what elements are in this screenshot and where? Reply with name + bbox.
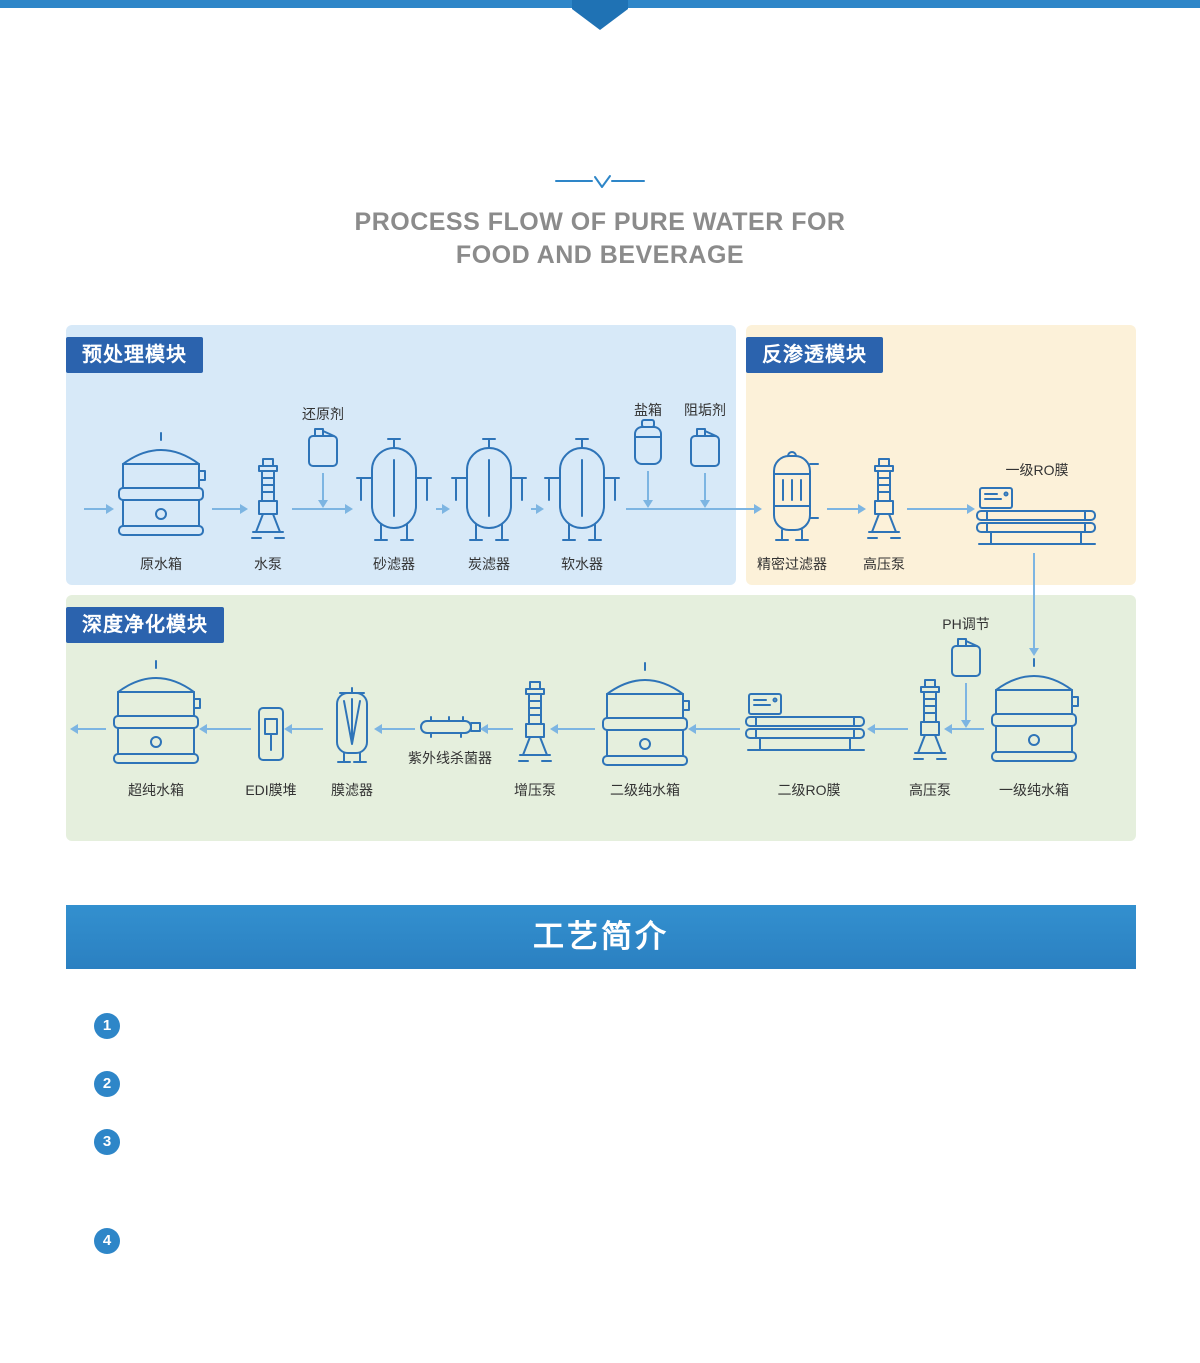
label-carbon-filter: 炭滤器 — [468, 556, 510, 572]
flow-arrow-right-icon — [436, 504, 450, 514]
antiscalant-container-icon — [688, 424, 722, 468]
intro-title: 工艺简介 — [533, 919, 669, 954]
ro-membrane-2-icon — [744, 692, 869, 754]
sand-filter-icon — [355, 434, 433, 546]
label-salt-box: 盐箱 — [634, 402, 662, 418]
label-edi-stack: EDI膜堆 — [245, 782, 297, 798]
panel-deep-purification — [66, 595, 1136, 841]
flow-arrow-left-icon — [70, 724, 106, 734]
divider-arrow-icon — [555, 175, 645, 188]
softener-icon — [543, 434, 621, 546]
raw-water-tank-icon — [115, 430, 207, 542]
water-pump-icon — [250, 457, 286, 545]
page-title-line1: PROCESS FLOW OF PURE WATER FOR — [354, 208, 846, 236]
step-number-2: 2 — [102, 1075, 112, 1092]
label-hp-pump-ro: 高压泵 — [863, 556, 905, 572]
page-title: PROCESS FLOW OF PURE WATER FOR FOOD AND … — [0, 206, 1200, 272]
membrane-filter-icon — [327, 686, 377, 768]
label-softener: 软水器 — [561, 556, 603, 572]
label-sand-filter: 砂滤器 — [373, 556, 415, 572]
edi-stack-icon — [255, 706, 287, 762]
flow-arrow-right-icon — [84, 504, 114, 514]
label-ro-membrane-1: 一级RO膜 — [1005, 462, 1069, 478]
flow-arrow-right-icon — [531, 504, 544, 514]
flow-arrow-left-icon — [867, 724, 908, 734]
flow-arrow-left-icon — [944, 724, 984, 734]
salt-box-icon — [632, 418, 664, 466]
flow-arrow-left-icon — [480, 724, 513, 734]
label-precision-filter: 精密过滤器 — [757, 556, 827, 572]
step-badge-1: 1 — [94, 1013, 120, 1039]
label-hp-pump-deep: 高压泵 — [909, 782, 951, 798]
label-ro-membrane-2: 二级RO膜 — [777, 782, 841, 798]
label-first-pure-tank: 一级纯水箱 — [999, 782, 1069, 798]
step-number-3: 3 — [102, 1133, 112, 1150]
precision-filter-icon — [762, 448, 822, 546]
ultra-pure-water-tank-icon — [110, 658, 202, 770]
flow-arrow-left-icon — [199, 724, 251, 734]
ro-membrane-1-icon — [975, 486, 1100, 548]
flow-arrow-right-icon — [907, 504, 975, 514]
dosing-arrow-down-icon — [318, 473, 328, 508]
reducer-container-icon — [306, 424, 340, 468]
flow-arrow-right-icon — [626, 504, 762, 514]
dosing-arrow-down-icon — [643, 471, 653, 508]
label-membrane-filter: 膜滤器 — [331, 782, 373, 798]
label-ph-adjust: PH调节 — [942, 616, 990, 632]
flow-arrow-left-icon — [284, 724, 323, 734]
step-number-4: 4 — [102, 1232, 112, 1249]
first-pure-water-tank-icon — [988, 656, 1080, 768]
label-water-pump: 水泵 — [254, 556, 282, 572]
flow-arrow-right-icon — [827, 504, 866, 514]
label-reducer: 还原剂 — [302, 406, 344, 422]
high-pressure-pump-deep-icon — [912, 678, 948, 766]
step-badge-3: 3 — [94, 1129, 120, 1155]
step-number-1: 1 — [102, 1017, 112, 1034]
flow-arrow-left-icon — [688, 724, 740, 734]
flow-arrow-left-icon — [374, 724, 415, 734]
flow-arrow-right-icon — [292, 504, 353, 514]
badge-reverse-osmosis: 反渗透模块 — [746, 337, 883, 373]
dosing-arrow-down-icon — [700, 473, 710, 508]
flow-arrow-right-icon — [212, 504, 248, 514]
carbon-filter-icon — [450, 434, 528, 546]
label-uv-sterilizer: 紫外线杀菌器 — [408, 750, 492, 766]
badge-deep-purification: 深度净化模块 — [66, 607, 224, 643]
flow-arrow-down-icon — [1029, 553, 1039, 656]
intro-banner: 工艺简介 — [66, 905, 1136, 969]
badge-pretreatment: 预处理模块 — [66, 337, 203, 373]
ph-adjust-container-icon — [949, 634, 983, 678]
flow-arrow-left-icon — [550, 724, 595, 734]
label-ultra-pure-tank: 超纯水箱 — [128, 782, 184, 798]
label-booster-pump: 增压泵 — [514, 782, 556, 798]
label-antiscalant: 阻垢剂 — [684, 402, 726, 418]
top-ribbon-arrow-icon — [572, 0, 628, 30]
label-raw-water-tank: 原水箱 — [140, 556, 182, 572]
booster-pump-icon — [517, 680, 553, 768]
step-badge-4: 4 — [94, 1228, 120, 1254]
step-badge-2: 2 — [94, 1071, 120, 1097]
dosing-arrow-down-icon — [961, 683, 971, 728]
second-pure-water-tank-icon — [599, 660, 691, 772]
page-title-line2: FOOD AND BEVERAGE — [455, 241, 745, 269]
label-second-pure-tank: 二级纯水箱 — [610, 782, 680, 798]
uv-sterilizer-icon — [419, 714, 483, 740]
high-pressure-pump-ro-icon — [866, 457, 902, 545]
